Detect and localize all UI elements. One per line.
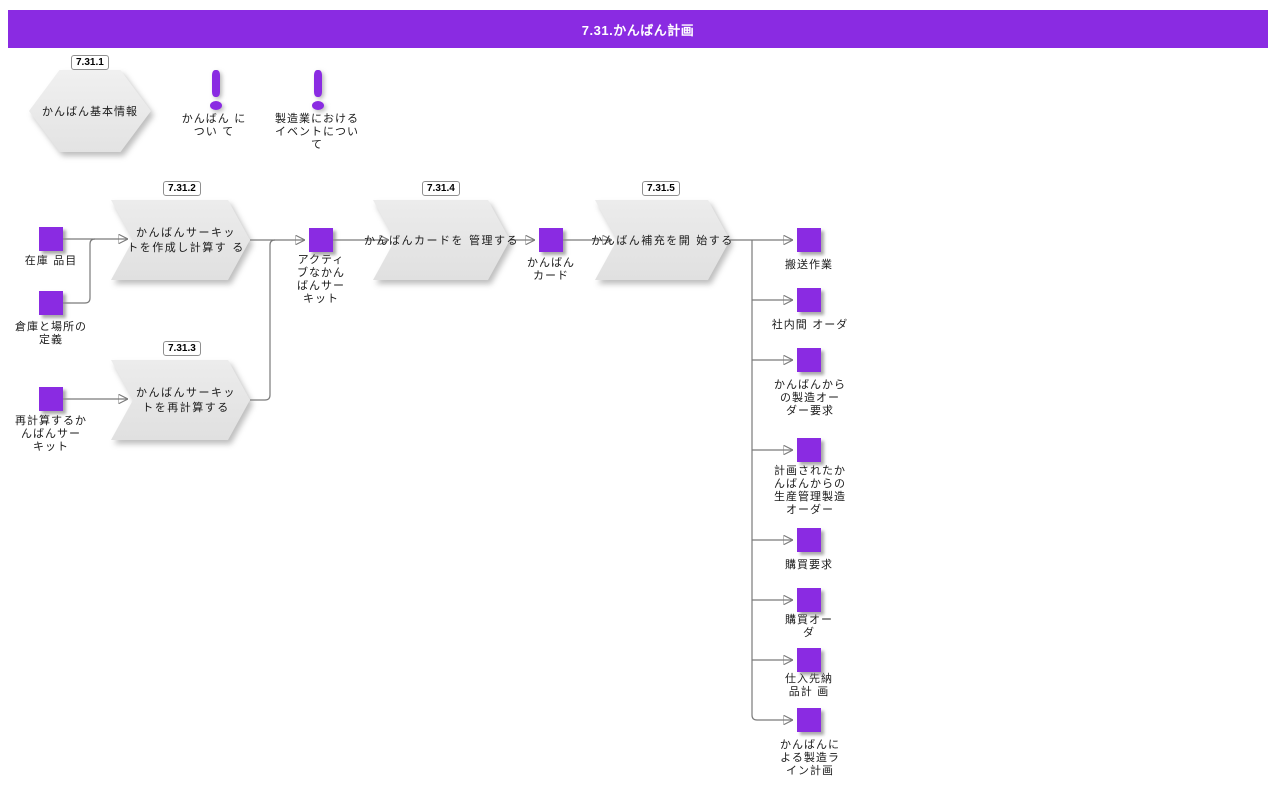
artifact-label: かんばんに よる製造ラ イン計画 <box>780 738 840 777</box>
process-manage-kanban-cards[interactable] <box>373 200 510 280</box>
artifact-purchase-order[interactable] <box>797 588 821 612</box>
chevron-shape <box>595 200 730 280</box>
hexagon-shape: かんばん基本情報 <box>29 70 151 152</box>
artifact-label: 在庫 品目 <box>24 254 78 267</box>
artifact-label: 社内間 オーダ <box>771 318 849 331</box>
process-start-kanban-replenishment[interactable] <box>595 200 730 280</box>
exclamation-dot <box>210 101 222 110</box>
chevron-shape <box>111 200 250 280</box>
artifact-planned-kanban-production-order[interactable] <box>797 438 821 462</box>
node-label: かんばん基本情報 <box>42 105 138 118</box>
process-tag: 7.31.2 <box>163 181 201 196</box>
note-about-mfg-events: 製造業における イベントについ て <box>275 112 359 151</box>
artifact-vendor-delivery-plan[interactable] <box>797 648 821 672</box>
diagram-title-bar: 7.31.かんばん計画 <box>8 10 1268 48</box>
artifact-label: 仕入先納 品計 画 <box>785 672 833 698</box>
artifact-warehouse-location-definition[interactable] <box>39 291 63 315</box>
chevron-shape <box>111 360 250 440</box>
artifact-purchase-requisition[interactable] <box>797 528 821 552</box>
artifact-kanban-mfg-order-request[interactable] <box>797 348 821 372</box>
artifact-label: 倉庫と場所の 定義 <box>15 320 87 346</box>
artifact-label: 購買オー ダ <box>785 613 833 639</box>
artifact-label: かんばんから の製造オー ダー要求 <box>774 378 846 417</box>
process-tag: 7.31.4 <box>422 181 460 196</box>
artifact-label: 再計算するか んばんサー キット <box>15 414 87 453</box>
artifact-recalc-kanban-circuit[interactable] <box>39 387 63 411</box>
artifact-label: 計画されたか んばんからの 生産管理製造 オーダー <box>774 464 846 516</box>
process-tag: 7.31.3 <box>163 341 201 356</box>
artifact-intercompany-order[interactable] <box>797 288 821 312</box>
process-label: かんばんカードを 管理する <box>364 234 519 247</box>
exclamation-dot <box>312 101 324 110</box>
artifact-transfer-work[interactable] <box>797 228 821 252</box>
chevron-shape <box>373 200 510 280</box>
exclamation-bar <box>212 70 220 97</box>
node-kanban-basic-info[interactable]: かんばん基本情報 <box>29 70 151 152</box>
artifact-label: 搬送作業 <box>785 258 833 271</box>
note-about-kanban: かんばん に つい て <box>181 112 247 138</box>
artifact-inventory-items[interactable] <box>39 227 63 251</box>
process-label: かんばんサーキッ トを再計算する <box>136 386 236 414</box>
exclamation-icon[interactable] <box>311 70 325 110</box>
artifact-kanban-card[interactable] <box>539 228 563 252</box>
artifact-label: アクティ ブなかん ばんサー キット <box>297 253 345 305</box>
connector <box>250 239 276 401</box>
exclamation-bar <box>314 70 322 97</box>
process-tag: 7.31.5 <box>642 181 680 196</box>
process-recalc-circuit[interactable] <box>111 360 250 440</box>
artifact-label: かんばん カード <box>527 256 575 282</box>
process-create-calc-circuit[interactable] <box>111 200 250 280</box>
exclamation-icon[interactable] <box>209 70 223 110</box>
artifact-label: 購買要求 <box>785 558 833 571</box>
connector <box>63 238 96 304</box>
artifact-active-kanban-circuit[interactable] <box>309 228 333 252</box>
artifact-kanban-production-line-schedule[interactable] <box>797 708 821 732</box>
page-title: 7.31.かんばん計画 <box>581 22 695 38</box>
process-label: かんばんサーキッ トを作成し計算す る <box>127 226 245 254</box>
process-label: かんばん補充を開 始する <box>591 234 734 247</box>
process-tag: 7.31.1 <box>71 55 109 70</box>
